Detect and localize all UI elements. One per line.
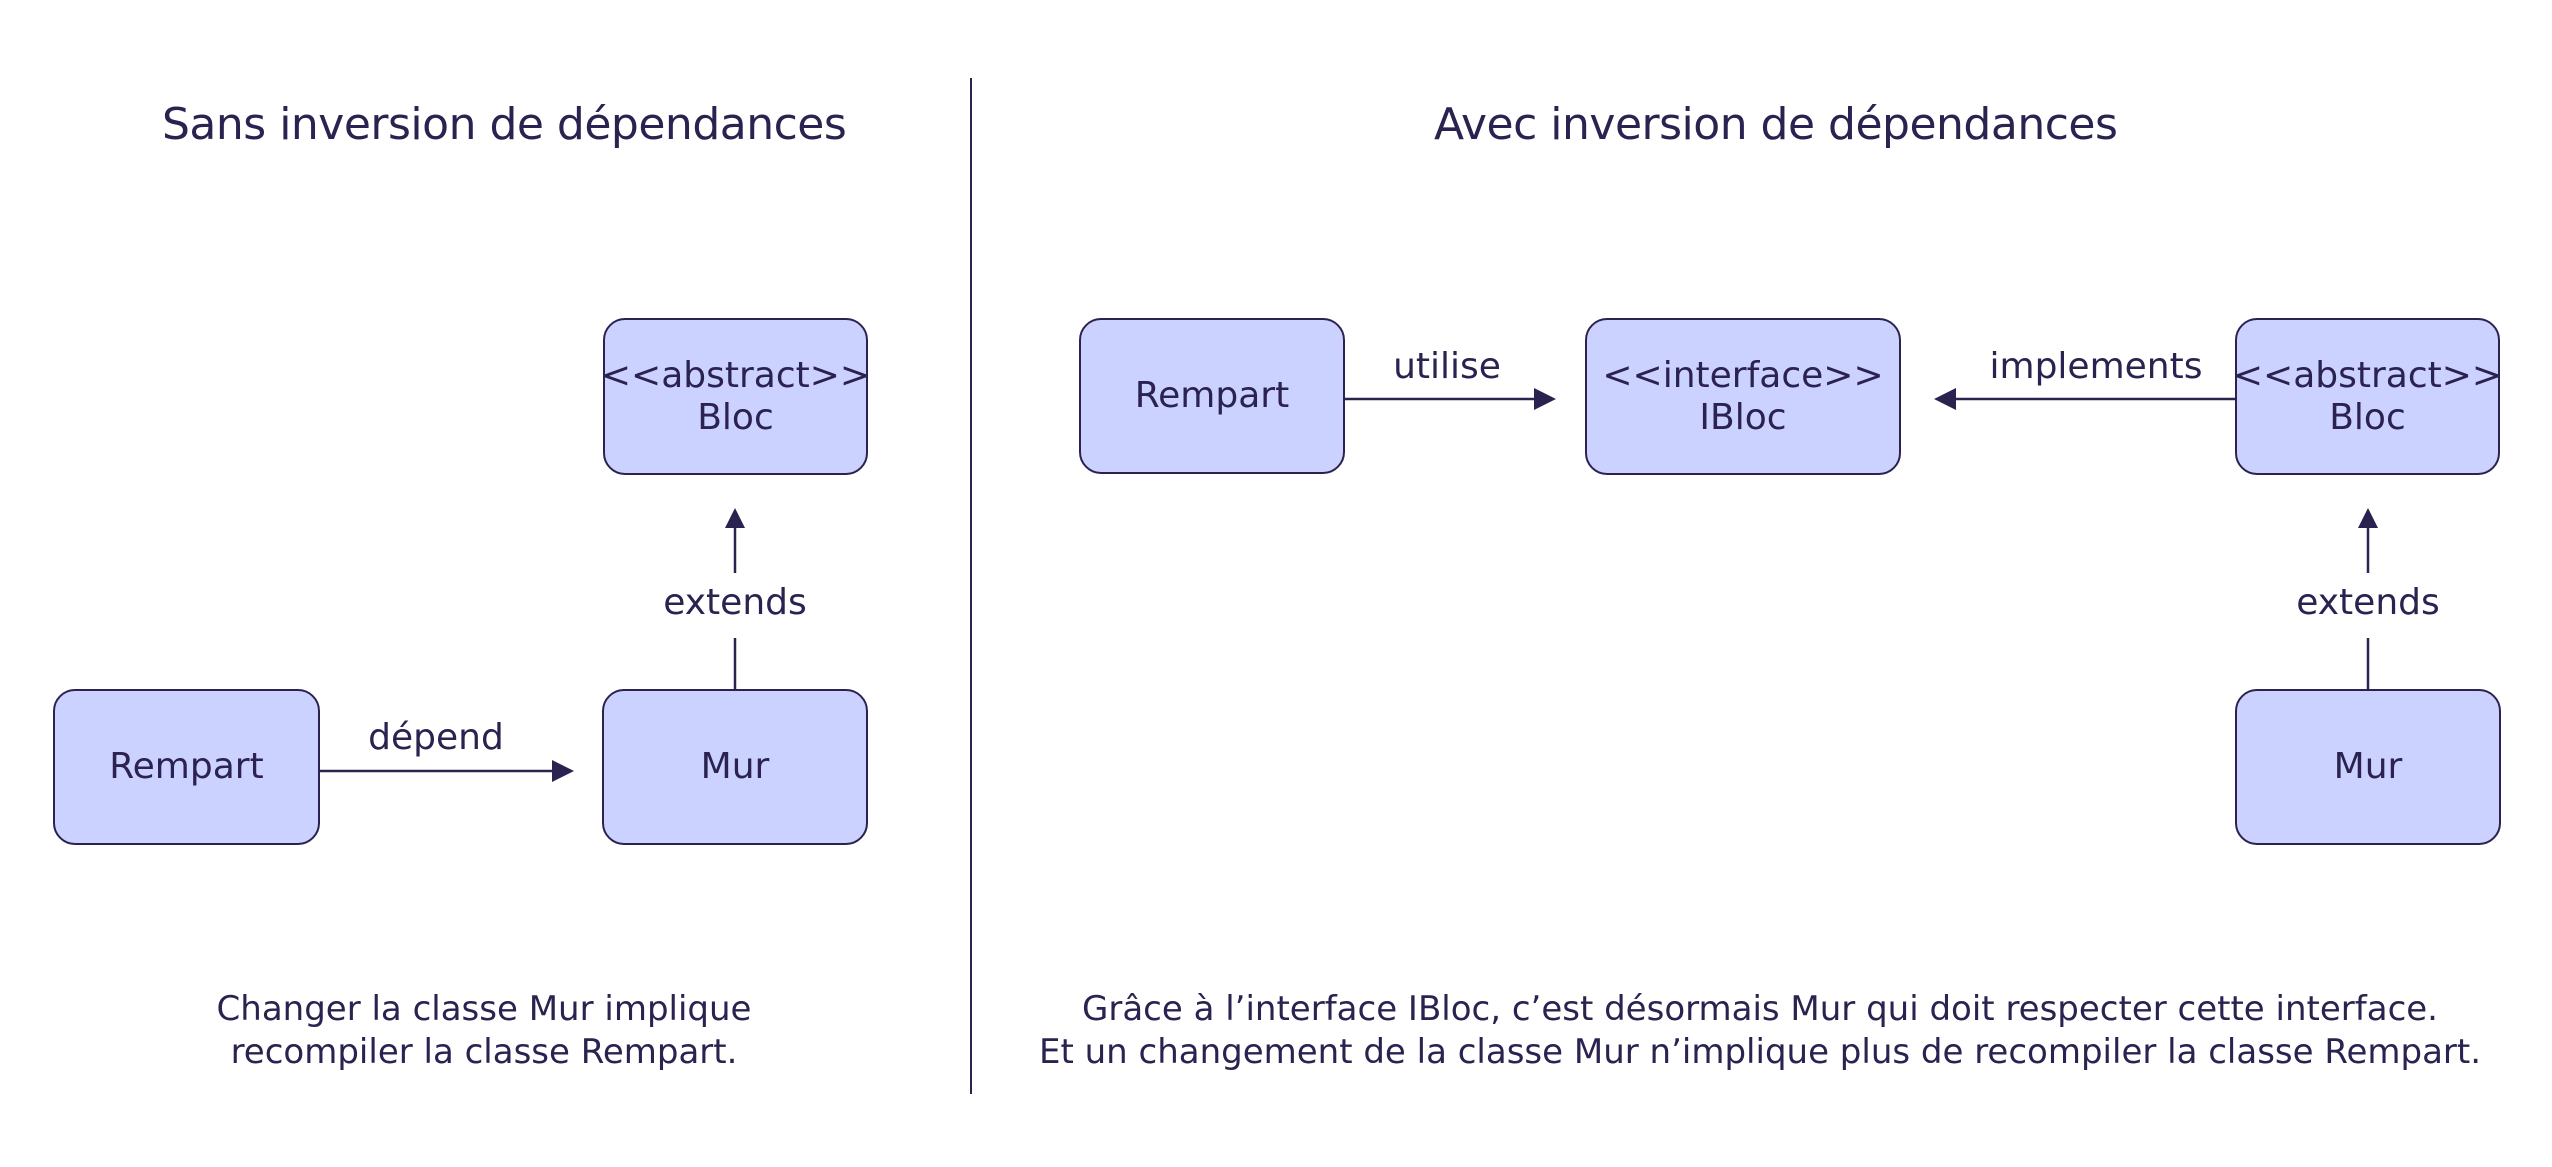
right-utilise-arrowhead [1534, 388, 1556, 410]
right-bloc-box: <<abstract>> Bloc [2232, 318, 2503, 475]
left-title-text: Sans inversion de dépendances [162, 99, 847, 150]
left-panel-title: Sans inversion de dépendances [162, 92, 847, 180]
right-rempart-box: Rempart [1079, 318, 1345, 474]
right-bloc-stereotype: <<abstract>> [2232, 354, 2503, 396]
left-depend-arrowhead [552, 760, 574, 782]
right-caption: Grâce à l’interface IBloc, c’est désorma… [1000, 988, 2520, 1074]
right-panel-title: Avec inversion de dépendances [1434, 92, 2118, 180]
left-rempart-name: Rempart [109, 746, 264, 787]
left-rempart-box: Rempart [53, 689, 320, 845]
right-ibloc-box: <<interface>> IBloc [1585, 318, 1901, 475]
left-caption: Changer la classe Mur implique recompile… [134, 988, 834, 1074]
left-depend-label: dépend [368, 717, 504, 758]
panel-divider [970, 78, 972, 1094]
right-caption-line1: Grâce à l’interface IBloc, c’est désorma… [1082, 989, 2438, 1029]
right-mur-name: Mur [2333, 746, 2403, 787]
right-title-highlight [1434, 160, 2076, 180]
right-extends-arrowhead [2358, 508, 2378, 528]
right-ibloc-name: IBloc [1699, 396, 1787, 438]
left-bloc-stereotype: <<abstract>> [600, 354, 871, 396]
right-implements-label: implements [1989, 346, 2203, 387]
right-caption-line2: Et un changement de la classe Mur n’impl… [1038, 1032, 2482, 1072]
right-mur-box: Mur [2235, 689, 2501, 845]
left-bloc-name: Bloc [697, 396, 774, 438]
left-caption-line1: Changer la classe Mur implique [216, 989, 752, 1029]
left-mur-box: Mur [602, 689, 868, 845]
left-title-highlight [162, 160, 804, 180]
right-title-text: Avec inversion de dépendances [1434, 99, 2118, 150]
right-extends-label: extends [2296, 582, 2440, 623]
left-extends-label: extends [663, 582, 807, 623]
right-bloc-name: Bloc [2329, 396, 2406, 438]
right-rempart-name: Rempart [1134, 375, 1290, 416]
right-implements-arrowhead [1934, 388, 1956, 410]
left-extends-arrowhead [725, 508, 745, 528]
left-mur-name: Mur [700, 746, 770, 787]
left-bloc-box: <<abstract>> Bloc [600, 318, 871, 475]
right-ibloc-stereotype: <<interface>> [1602, 354, 1884, 396]
right-utilise-label: utilise [1393, 346, 1501, 387]
left-caption-line2: recompiler la classe Rempart. [230, 1032, 738, 1072]
